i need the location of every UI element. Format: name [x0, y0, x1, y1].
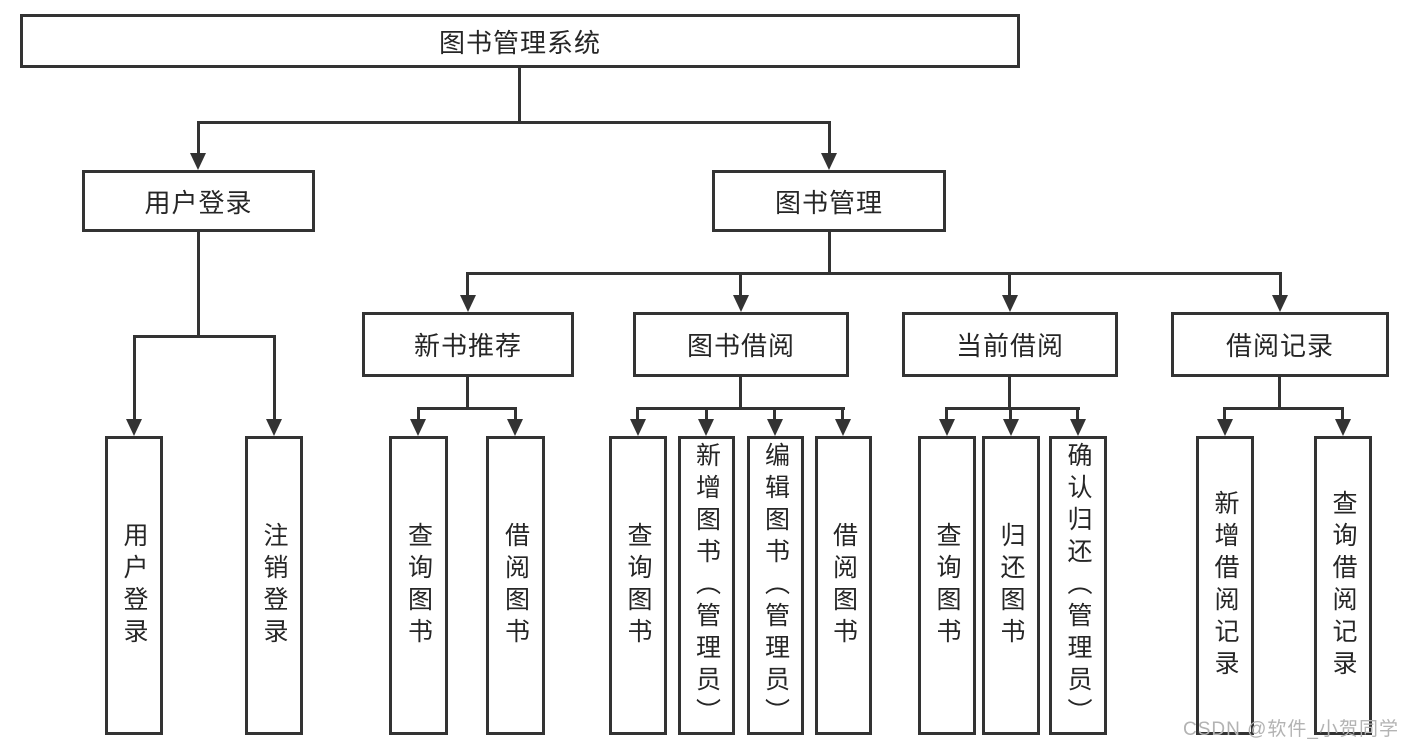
- connector-line: [739, 272, 742, 297]
- arrow-down-icon: [1335, 419, 1351, 436]
- leaf-confirm-return-admin: 确认归还（管理员）: [1049, 436, 1107, 735]
- node-current-borrowing: 当前借阅: [902, 312, 1118, 377]
- node-root: 图书管理系统: [20, 14, 1020, 68]
- node-root-label: 图书管理系统: [438, 27, 601, 58]
- connector-line: [514, 407, 517, 421]
- leaf-add-books-admin-label: 新增图书（管理员）: [692, 441, 721, 730]
- node-book-management-label: 图书管理: [774, 187, 883, 218]
- leaf-edit-books-admin-label: 编辑图书（管理员）: [761, 441, 790, 730]
- connector-line: [636, 407, 639, 421]
- leaf-query-borrow-record-label: 查询借阅记录: [1329, 489, 1357, 682]
- arrow-down-icon: [1070, 419, 1086, 436]
- leaf-logout: 注销登录: [245, 436, 303, 735]
- connector-line: [1279, 272, 1282, 297]
- connector-line: [466, 272, 1282, 275]
- node-new-book-recommend: 新书推荐: [362, 312, 574, 377]
- watermark: CSDN @软件_小贺同学: [1183, 719, 1399, 740]
- arrow-down-icon: [630, 419, 646, 436]
- connector-line: [945, 407, 948, 421]
- connector-line: [1009, 407, 1012, 421]
- leaf-query-borrow-record: 查询借阅记录: [1314, 436, 1372, 735]
- arrow-down-icon: [410, 419, 426, 436]
- node-book-borrowing-label: 图书借阅: [686, 331, 795, 361]
- arrow-down-icon: [1272, 295, 1288, 312]
- leaf-borrow-books-borrowing: 借阅图书: [815, 436, 872, 735]
- arrow-down-icon: [460, 295, 476, 312]
- connector-line: [133, 335, 276, 338]
- connector-line: [417, 407, 517, 410]
- node-borrowing-records-label: 借阅记录: [1225, 331, 1334, 361]
- node-book-borrowing: 图书借阅: [633, 312, 849, 377]
- arrow-down-icon: [126, 419, 142, 436]
- connector-line: [773, 407, 776, 421]
- leaf-query-books-current: 查询图书: [918, 436, 976, 735]
- leaf-borrow-books-recommend-label: 借阅图书: [501, 521, 530, 650]
- leaf-return-books: 归还图书: [982, 436, 1040, 735]
- leaf-query-books-recommend-label: 查询图书: [404, 521, 433, 650]
- leaf-edit-books-admin: 编辑图书（管理员）: [747, 436, 804, 735]
- connector-line: [197, 121, 200, 155]
- arrow-down-icon: [1217, 419, 1233, 436]
- node-book-management: 图书管理: [712, 170, 946, 232]
- leaf-query-books-current-label: 查询图书: [933, 521, 961, 650]
- connector-line: [1076, 407, 1079, 421]
- leaf-logout-label: 注销登录: [260, 521, 288, 650]
- connector-line: [1278, 377, 1281, 409]
- node-borrowing-records: 借阅记录: [1171, 312, 1389, 377]
- connector-line: [133, 335, 136, 421]
- leaf-user-login-label: 用户登录: [120, 521, 148, 650]
- connector-line: [705, 407, 708, 421]
- arrow-down-icon: [767, 419, 783, 436]
- arrow-down-icon: [266, 419, 282, 436]
- connector-line: [828, 121, 831, 155]
- arrow-down-icon: [821, 153, 837, 170]
- connector-line: [417, 407, 420, 421]
- arrow-down-icon: [507, 419, 523, 436]
- leaf-add-borrow-record-label: 新增借阅记录: [1211, 489, 1239, 682]
- leaf-query-books-borrowing-label: 查询图书: [624, 521, 652, 650]
- node-user-login-label: 用户登录: [144, 187, 253, 218]
- leaf-borrow-books-recommend: 借阅图书: [486, 436, 545, 735]
- leaf-query-books-borrowing: 查询图书: [609, 436, 667, 735]
- connector-line: [828, 232, 831, 274]
- arrow-down-icon: [698, 419, 714, 436]
- arrow-down-icon: [190, 153, 206, 170]
- connector-line: [1223, 407, 1344, 410]
- connector-line: [197, 232, 200, 337]
- leaf-add-books-admin: 新增图书（管理员）: [678, 436, 735, 735]
- connector-line: [1008, 272, 1011, 297]
- leaf-borrow-books-borrowing-label: 借阅图书: [829, 521, 858, 650]
- leaf-query-books-recommend: 查询图书: [389, 436, 448, 735]
- connector-line: [739, 377, 742, 409]
- arrow-down-icon: [1003, 419, 1019, 436]
- arrow-down-icon: [733, 295, 749, 312]
- connector-line: [1008, 377, 1011, 409]
- node-user-login: 用户登录: [82, 170, 315, 232]
- connector-line: [1341, 407, 1344, 421]
- connector-line: [197, 121, 831, 124]
- connector-line: [273, 335, 276, 421]
- connector-line: [945, 407, 1080, 410]
- arrow-down-icon: [939, 419, 955, 436]
- connector-line: [466, 272, 469, 297]
- connector-line: [518, 68, 521, 123]
- leaf-user-login: 用户登录: [105, 436, 163, 735]
- leaf-confirm-return-admin-label: 确认归还（管理员）: [1064, 441, 1092, 730]
- connector-line: [841, 407, 844, 421]
- connector-line: [466, 377, 469, 409]
- connector-line: [636, 407, 845, 410]
- arrow-down-icon: [835, 419, 851, 436]
- connector-line: [1223, 407, 1226, 421]
- leaf-add-borrow-record: 新增借阅记录: [1196, 436, 1254, 735]
- arrow-down-icon: [1002, 295, 1018, 312]
- node-new-book-recommend-label: 新书推荐: [413, 331, 522, 361]
- node-current-borrowing-label: 当前借阅: [955, 331, 1064, 361]
- leaf-return-books-label: 归还图书: [997, 521, 1025, 650]
